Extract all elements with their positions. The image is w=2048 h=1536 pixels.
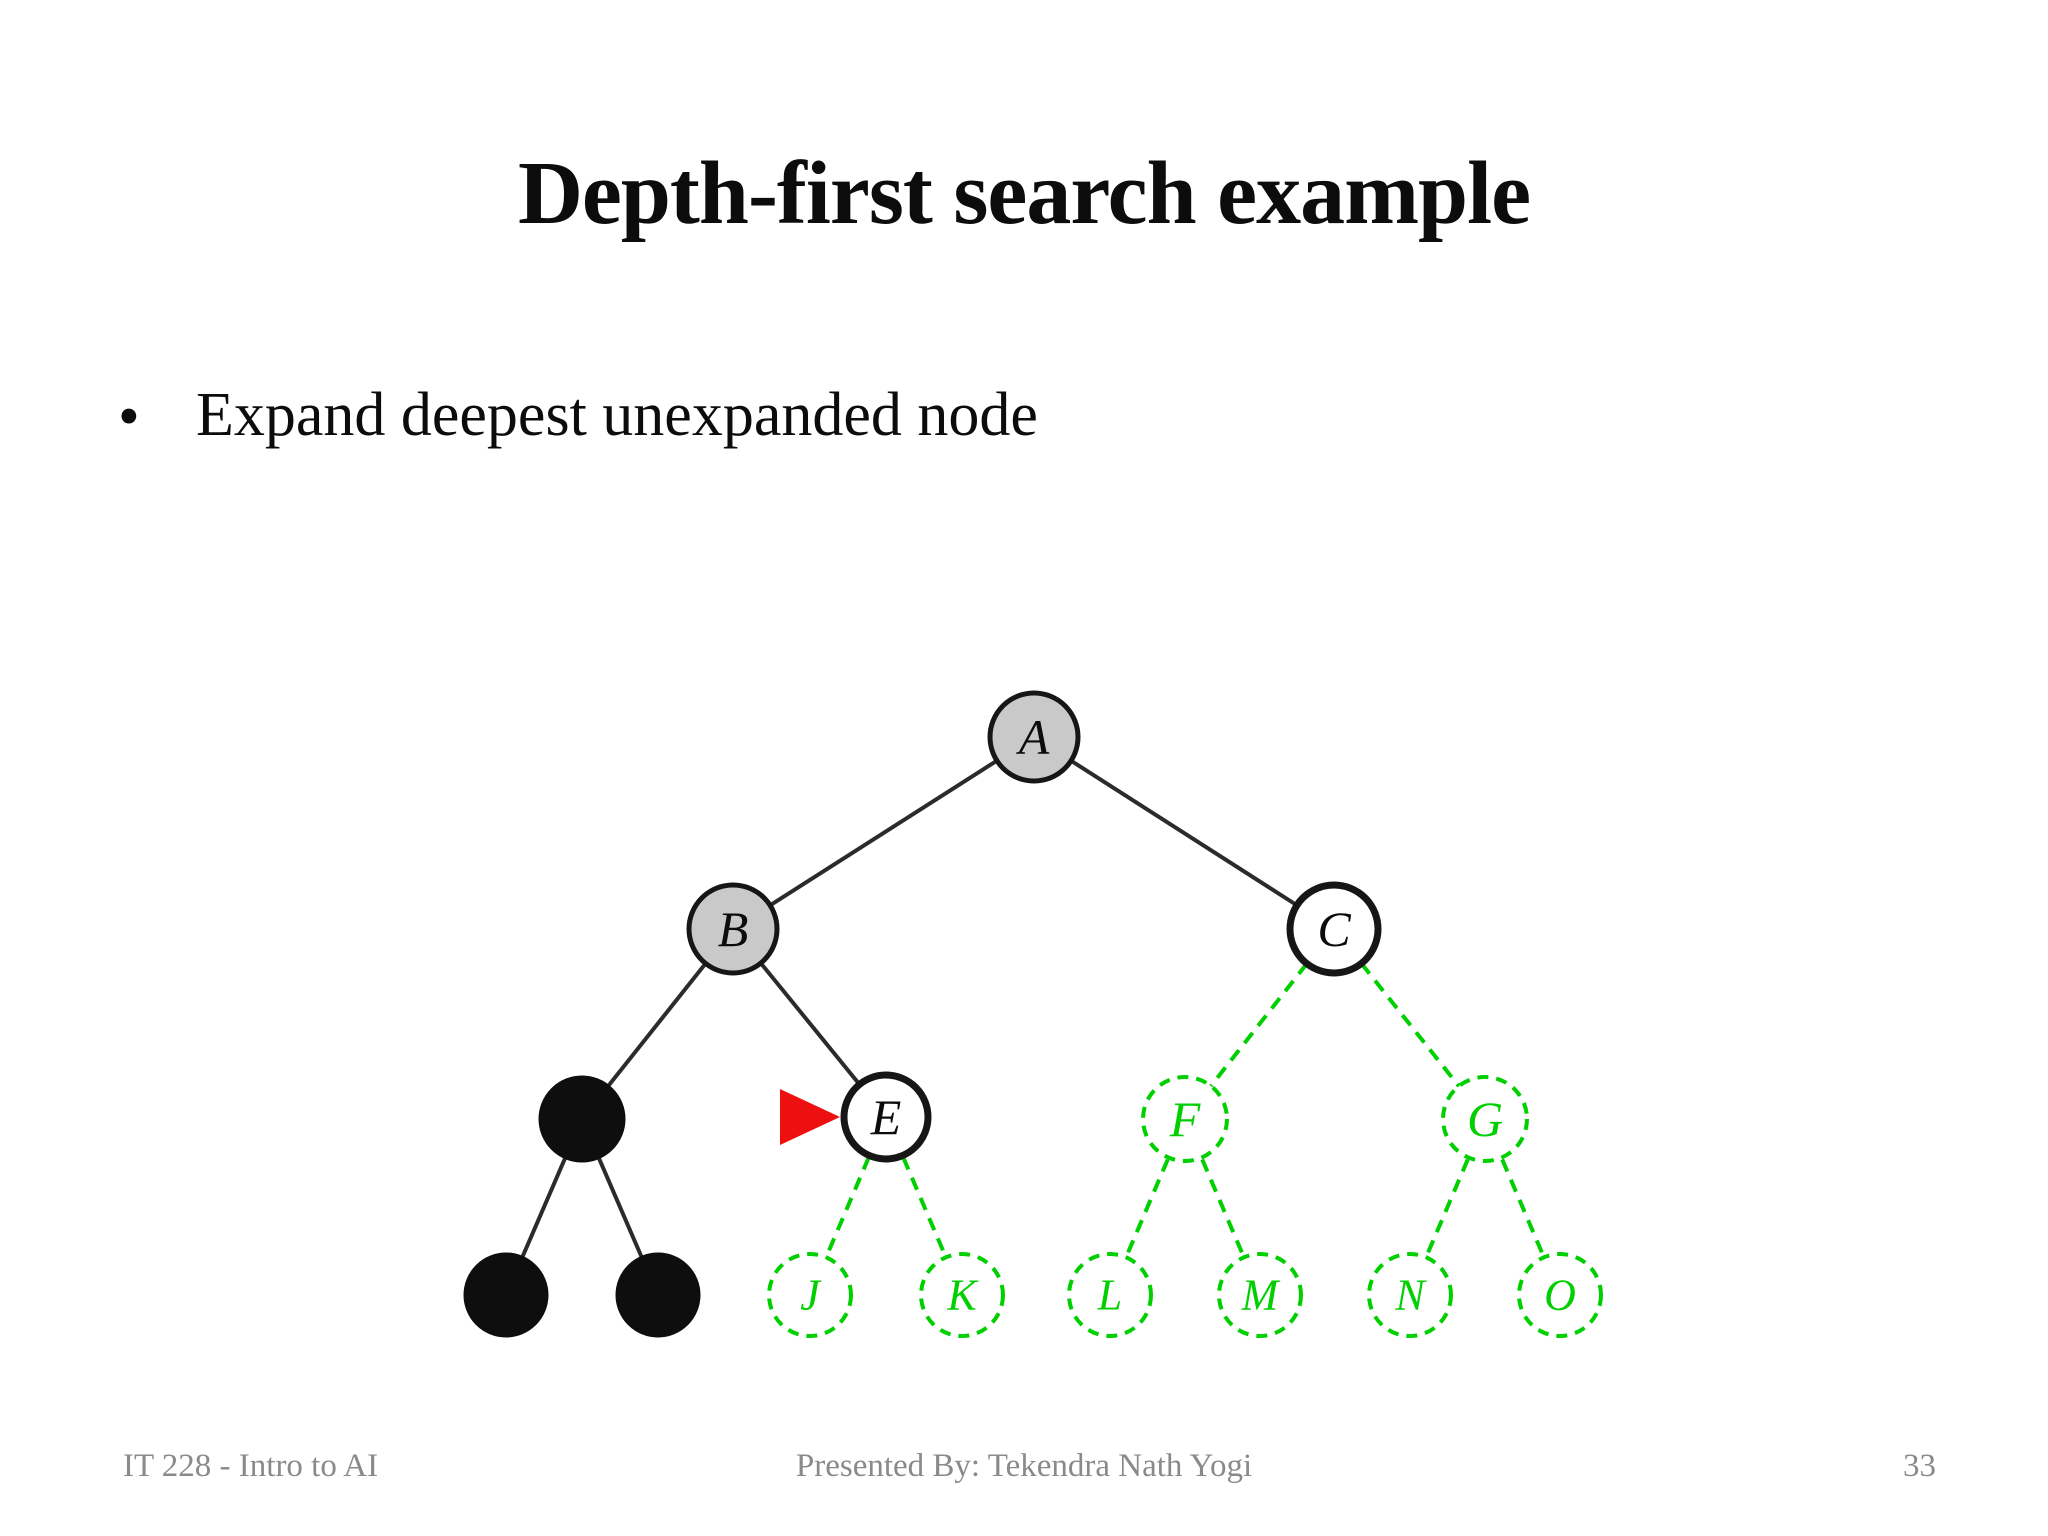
node-circle-K	[919, 1252, 1005, 1338]
node-circle-D	[538, 1075, 626, 1163]
node-circle-F	[1141, 1075, 1229, 1163]
node-label-L: L	[1097, 1271, 1122, 1320]
tree-node-N: N	[1367, 1252, 1453, 1338]
tree-node-B: B	[686, 882, 780, 976]
node-circle-N	[1367, 1252, 1453, 1338]
tree-node-C: C	[1286, 881, 1382, 977]
node-circle-C	[1286, 881, 1382, 977]
node-circle-A	[987, 690, 1081, 784]
tree-edge-A-B	[731, 735, 1036, 931]
node-circle-M	[1217, 1252, 1303, 1338]
slide-title: Depth-first search example	[517, 144, 1531, 243]
node-circle-J	[767, 1252, 853, 1338]
tree-node-O: O	[1517, 1252, 1603, 1338]
footer-course: IT 228 - Intro to AI	[123, 1448, 379, 1484]
node-label-C: C	[1317, 901, 1351, 957]
node-circle-B	[686, 882, 780, 976]
tree-node-F: F	[1141, 1075, 1229, 1163]
node-label-J: J	[800, 1271, 822, 1320]
node-label-F: F	[1169, 1091, 1201, 1147]
node-label-N: N	[1394, 1271, 1427, 1320]
node-circle-O	[1517, 1252, 1603, 1338]
node-circle-I	[615, 1252, 701, 1338]
tree-node-A: A	[987, 690, 1081, 784]
current-node-pointer-icon	[780, 1089, 840, 1145]
node-label-B: B	[718, 901, 749, 957]
node-circle-E	[840, 1071, 932, 1163]
tree-node-J: J	[767, 1252, 853, 1338]
bullet-text: Expand deepest unexpanded node	[196, 381, 1038, 449]
node-label-E: E	[870, 1089, 902, 1145]
tree-node-I	[615, 1252, 701, 1338]
tree-node-H	[463, 1252, 549, 1338]
footer-presenter: Presented By: Tekendra Nath Yogi	[795, 1448, 1253, 1484]
tree-edge-A-C	[1032, 735, 1336, 931]
tree-node-G: G	[1441, 1075, 1529, 1163]
tree-node-D	[538, 1075, 626, 1163]
node-label-O: O	[1544, 1271, 1576, 1320]
tree-node-E: E	[840, 1071, 932, 1163]
bullet-dot-icon: •	[118, 383, 140, 451]
footer-page-number: 33	[1903, 1448, 1936, 1484]
node-label-G: G	[1467, 1091, 1503, 1147]
tree-node-L: L	[1067, 1252, 1153, 1338]
node-circle-G	[1441, 1075, 1529, 1163]
node-label-K: K	[946, 1271, 979, 1320]
tree-node-M: M	[1217, 1252, 1303, 1338]
node-label-A: A	[1016, 709, 1050, 765]
tree-node-K: K	[919, 1252, 1005, 1338]
node-circle-H	[463, 1252, 549, 1338]
node-circle-L	[1067, 1252, 1153, 1338]
node-label-M: M	[1241, 1271, 1281, 1320]
